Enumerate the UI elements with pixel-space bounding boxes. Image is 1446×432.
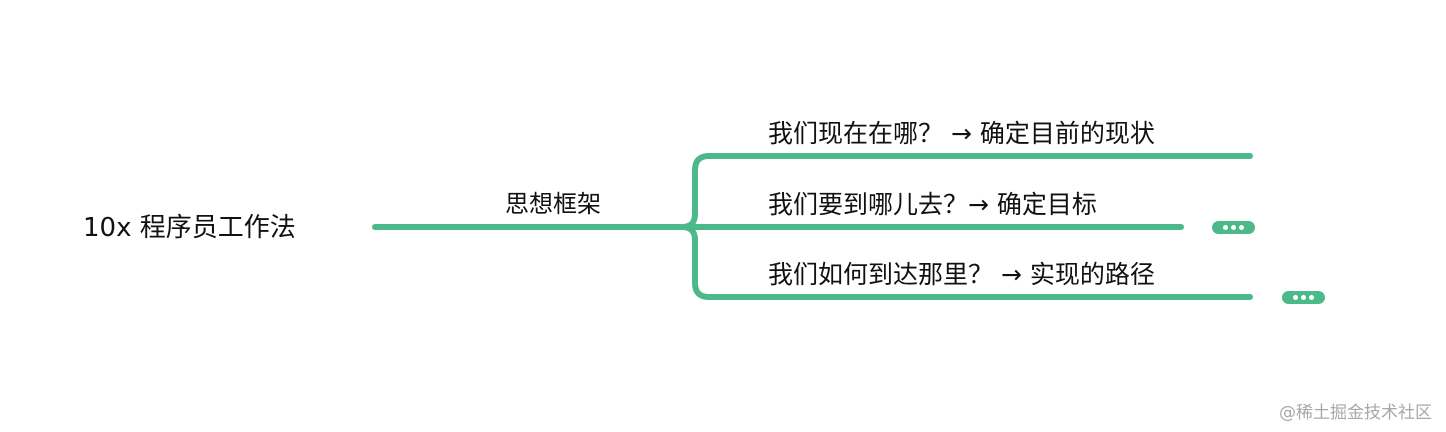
watermark: @稀土掘金技术社区 [1279, 403, 1432, 423]
child-node-current[interactable]: 我们现在在哪？ → 确定目前的现状 [768, 119, 1155, 148]
root-node[interactable]: 10x 程序员工作法 [83, 213, 296, 243]
expand-collapsed-button[interactable] [1212, 221, 1255, 234]
child-node-path[interactable]: 我们如何到达那里？ → 实现的路径 [768, 260, 1155, 289]
ellipsis-icon [1293, 295, 1298, 300]
ellipsis-icon [1223, 225, 1228, 230]
ellipsis-dot [1239, 225, 1244, 230]
ellipsis-dot [1309, 295, 1314, 300]
ellipsis-dot [1231, 225, 1236, 230]
bracket-connector-lower [679, 224, 1253, 300]
expand-collapsed-button[interactable] [1282, 291, 1325, 304]
ellipsis-dot [1301, 295, 1306, 300]
child-node-goal[interactable]: 我们要到哪儿去？→ 确定目标 [768, 190, 1097, 219]
branch-node[interactable]: 思想框架 [505, 190, 601, 218]
